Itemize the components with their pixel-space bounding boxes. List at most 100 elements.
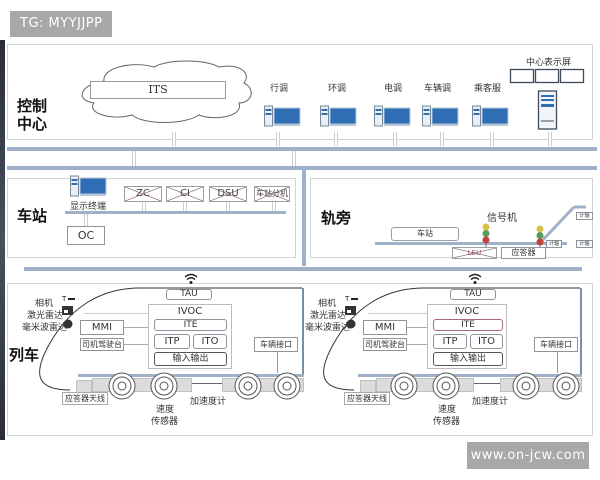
trackside-panel: 轨旁 车站 信号机 计轴 计轴 计轴 LEU 应答器	[310, 178, 593, 259]
svg-text:T: T	[61, 295, 67, 303]
connector	[277, 352, 278, 373]
accelerometer-label: 加速度计	[472, 397, 509, 407]
axle-counter-label: 计轴	[548, 241, 559, 247]
itp-box[interactable]: ITP	[433, 334, 467, 349]
connector	[226, 202, 230, 211]
cross-out-icon	[210, 187, 246, 201]
dsu-label: DSU	[217, 188, 239, 199]
driver-console-label: 司机驾驶台	[82, 340, 122, 349]
balise-antenna-label: 应答器天线	[65, 394, 105, 403]
cross-out-icon	[453, 248, 496, 258]
tau-box[interactable]: TAU	[166, 289, 212, 300]
io-box[interactable]: 输入输出	[433, 352, 503, 366]
wheel-icon	[432, 372, 460, 400]
vertical-bus	[302, 166, 306, 266]
connector	[276, 132, 280, 146]
driver-console-box[interactable]: 司机驾驶台	[80, 338, 124, 351]
workstation-3[interactable]: 车辆调	[422, 81, 462, 131]
workstation-icon	[264, 105, 301, 127]
itp-label: ITP	[164, 336, 180, 347]
train-label: 列车	[9, 346, 40, 364]
io-box[interactable]: 输入输出	[154, 352, 227, 366]
connector	[132, 151, 136, 167]
connector	[490, 132, 494, 146]
balise-antenna-box[interactable]: 应答器天线	[62, 392, 108, 405]
workstation-0[interactable]: 行调	[264, 81, 304, 131]
connector	[474, 383, 502, 384]
oc-box[interactable]: OC	[67, 226, 105, 245]
cross-out-icon	[125, 187, 161, 201]
speed-sensor-label-1: 速度	[156, 405, 175, 415]
watermark-top: TG: MYYJJPP	[10, 11, 113, 37]
io-label: 输入输出	[449, 354, 486, 364]
ito-label: ITO	[478, 336, 495, 347]
driver-console-box[interactable]: 司机驾驶台	[363, 338, 407, 351]
station-display-terminal[interactable]: 显示终端	[68, 175, 114, 212]
ito-box[interactable]: ITO	[193, 334, 227, 349]
dsu-box-removed[interactable]: DSU	[209, 186, 247, 202]
cross-out-icon	[255, 187, 289, 201]
signal-light-icon[interactable]	[535, 225, 545, 249]
camera-icon: T	[344, 295, 358, 303]
camera-label: 相机	[35, 299, 54, 309]
connector	[334, 132, 338, 146]
train-body-outline	[323, 287, 582, 391]
zc-box-removed[interactable]: ZC	[124, 186, 162, 202]
station-extension-box-removed[interactable]: 车站分机	[254, 186, 290, 202]
ivoc-box[interactable]: IVOC ITE ITP ITO 输入输出	[148, 304, 232, 369]
signal-light-icon[interactable]	[481, 223, 491, 247]
lidar-icon	[62, 306, 73, 315]
ito-box[interactable]: ITO	[470, 334, 503, 349]
vehicle-interface-box[interactable]: 车辆接口	[254, 337, 298, 352]
workstation-2[interactable]: 电调	[374, 81, 414, 131]
connector	[557, 352, 558, 373]
speed-sensor-label-2: 传感器	[433, 417, 461, 427]
axle-counter-1[interactable]: 计轴	[576, 212, 593, 220]
lidar-icon	[345, 306, 356, 315]
axle-counter-2[interactable]: 计轴	[576, 240, 593, 248]
vehicle-interface-label: 车辆接口	[540, 340, 572, 349]
io-label: 输入输出	[172, 354, 209, 364]
ite-label: ITE	[461, 320, 475, 330]
svg-text:T: T	[344, 295, 350, 303]
ite-box[interactable]: ITE	[433, 319, 503, 331]
driver-console-label: 司机驾驶台	[365, 340, 405, 349]
mmi-box[interactable]: MMI	[363, 320, 407, 335]
workstation-1[interactable]: 环调	[320, 81, 360, 131]
its-label: ITS	[148, 83, 168, 96]
trackside-platform[interactable]: 车站	[391, 227, 459, 241]
workstation-label: 行调	[270, 84, 289, 94]
workstation-label: 电调	[384, 84, 403, 94]
ite-label: ITE	[183, 320, 198, 330]
ite-box[interactable]: ITE	[154, 319, 227, 331]
ito-label: ITO	[201, 336, 219, 347]
display-screen-label: 中心表示屏	[526, 58, 572, 68]
ivoc-box[interactable]: IVOC ITE ITP ITO 输入输出	[427, 304, 507, 369]
center-display-screen[interactable]: 中心表示屏	[509, 55, 586, 135]
ci-box-removed[interactable]: CI	[166, 186, 204, 202]
itp-box[interactable]: ITP	[154, 334, 190, 349]
its-box[interactable]: ITS	[90, 81, 226, 99]
display-wall-icon	[509, 68, 585, 130]
mmi-box[interactable]: MMI	[80, 320, 124, 335]
tau-box[interactable]: TAU	[450, 289, 496, 300]
leu-box-removed[interactable]: LEU	[452, 247, 497, 259]
workstation-label: 车辆调	[424, 84, 452, 94]
axle-counter-0[interactable]: 计轴	[546, 240, 562, 248]
watermark-bottom: www.on-jcw.com	[467, 442, 589, 469]
control-center-label-line2: 中心	[17, 115, 48, 133]
wheel-icon	[552, 372, 580, 400]
balise-box[interactable]: 应答器	[501, 247, 546, 259]
workstation-4[interactable]: 乘客服	[472, 81, 512, 131]
wheel-icon	[273, 372, 301, 400]
signal-label: 信号机	[487, 213, 517, 224]
train-unit-2: 相机 激光雷达 毫米波雷达 T MMI 司机驾驶台 TAU IVOC ITE I…	[294, 270, 594, 440]
station-label: 车站	[17, 207, 48, 225]
vehicle-interface-box[interactable]: 车辆接口	[534, 337, 578, 352]
balise-antenna-box[interactable]: 应答器天线	[344, 392, 390, 405]
axle-counter-label: 计轴	[579, 213, 590, 219]
connector	[368, 313, 427, 314]
axle-counter-label: 计轴	[579, 241, 590, 247]
wheel-icon	[234, 372, 262, 400]
mmwave-radar-label: 毫米波雷达	[22, 323, 68, 333]
